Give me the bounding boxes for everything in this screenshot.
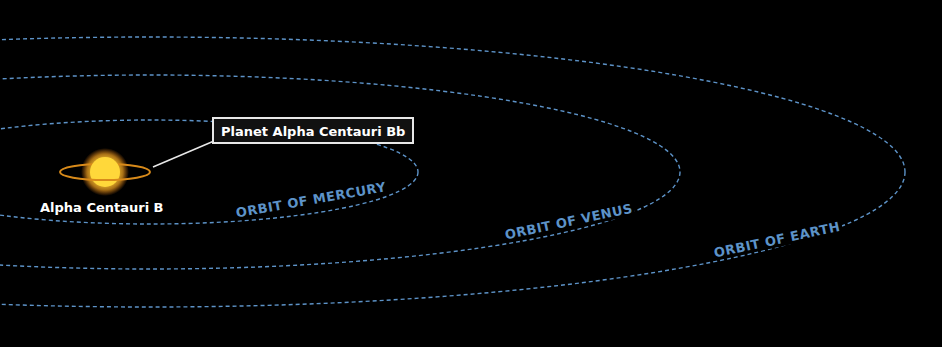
- orbit-label: ORBIT OF VENUS: [501, 200, 636, 243]
- star-name: Alpha Centauri B: [40, 200, 164, 215]
- venus-orbit: [0, 75, 680, 269]
- callout-text: Planet Alpha Centauri Bb: [221, 124, 405, 139]
- orbit-label: ORBIT OF EARTH: [710, 219, 843, 261]
- earth-orbit: [0, 37, 905, 307]
- mercury-orbit: [0, 120, 418, 224]
- callout-box: Planet Alpha Centauri Bb: [212, 117, 414, 144]
- star-alpha-centauri-b: [90, 157, 120, 187]
- star-glow: [81, 148, 129, 196]
- planet-orbit-front: [60, 172, 150, 180]
- leader-line: [153, 141, 214, 167]
- orbit-label: ORBIT OF MERCURY: [233, 179, 390, 221]
